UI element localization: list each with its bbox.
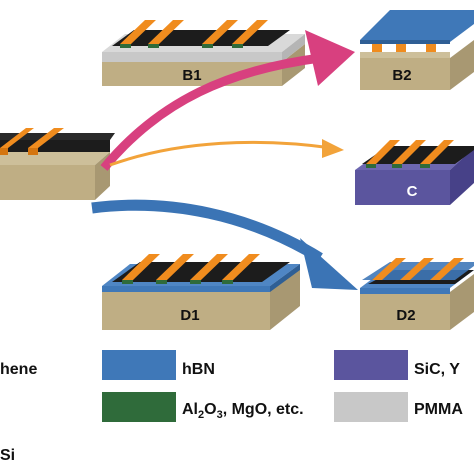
legend-oxide-o: O bbox=[204, 401, 216, 418]
device-b1: B1 bbox=[102, 20, 305, 86]
arrow-to-c bbox=[109, 139, 344, 167]
device-c: C bbox=[355, 140, 474, 205]
legend-hbn-label: hBN bbox=[182, 361, 215, 378]
panel-label-b2: B2 bbox=[392, 67, 411, 84]
legend-sic-label: SiC, Y bbox=[414, 361, 460, 378]
device-d2: D2 bbox=[360, 258, 474, 330]
legend-oxide-rest: , MgO, etc. bbox=[223, 401, 304, 418]
legend: hene hBN SiC, Y Al2O3, MgO, etc. PMMA Si bbox=[0, 350, 463, 464]
panel-label-d2: D2 bbox=[396, 307, 415, 324]
legend-hbn-swatch bbox=[102, 350, 176, 380]
legend-pmma-label: PMMA bbox=[414, 401, 463, 418]
legend-si-label: Si bbox=[0, 447, 15, 464]
panel-label-d1: D1 bbox=[180, 307, 199, 324]
legend-pmma-swatch bbox=[334, 392, 408, 422]
legend-oxide-label: Al2O3, MgO, etc. bbox=[182, 401, 304, 421]
arrow-to-b2 bbox=[100, 30, 355, 171]
device-d1: D1 bbox=[102, 254, 300, 330]
legend-oxide-sub1: 2 bbox=[198, 409, 204, 421]
arrow-to-d2 bbox=[91, 199, 358, 290]
panel-label-b1: B1 bbox=[182, 67, 201, 84]
legend-oxide-al: Al bbox=[182, 401, 198, 418]
legend-oxide-sub2: 3 bbox=[217, 409, 223, 421]
device-b2: B2 bbox=[360, 10, 474, 90]
legend-sic-swatch bbox=[334, 350, 408, 380]
legend-graphene-label: hene bbox=[0, 361, 37, 378]
panel-label-c: C bbox=[407, 183, 418, 200]
source-device bbox=[0, 128, 115, 200]
legend-oxide-swatch bbox=[102, 392, 176, 422]
